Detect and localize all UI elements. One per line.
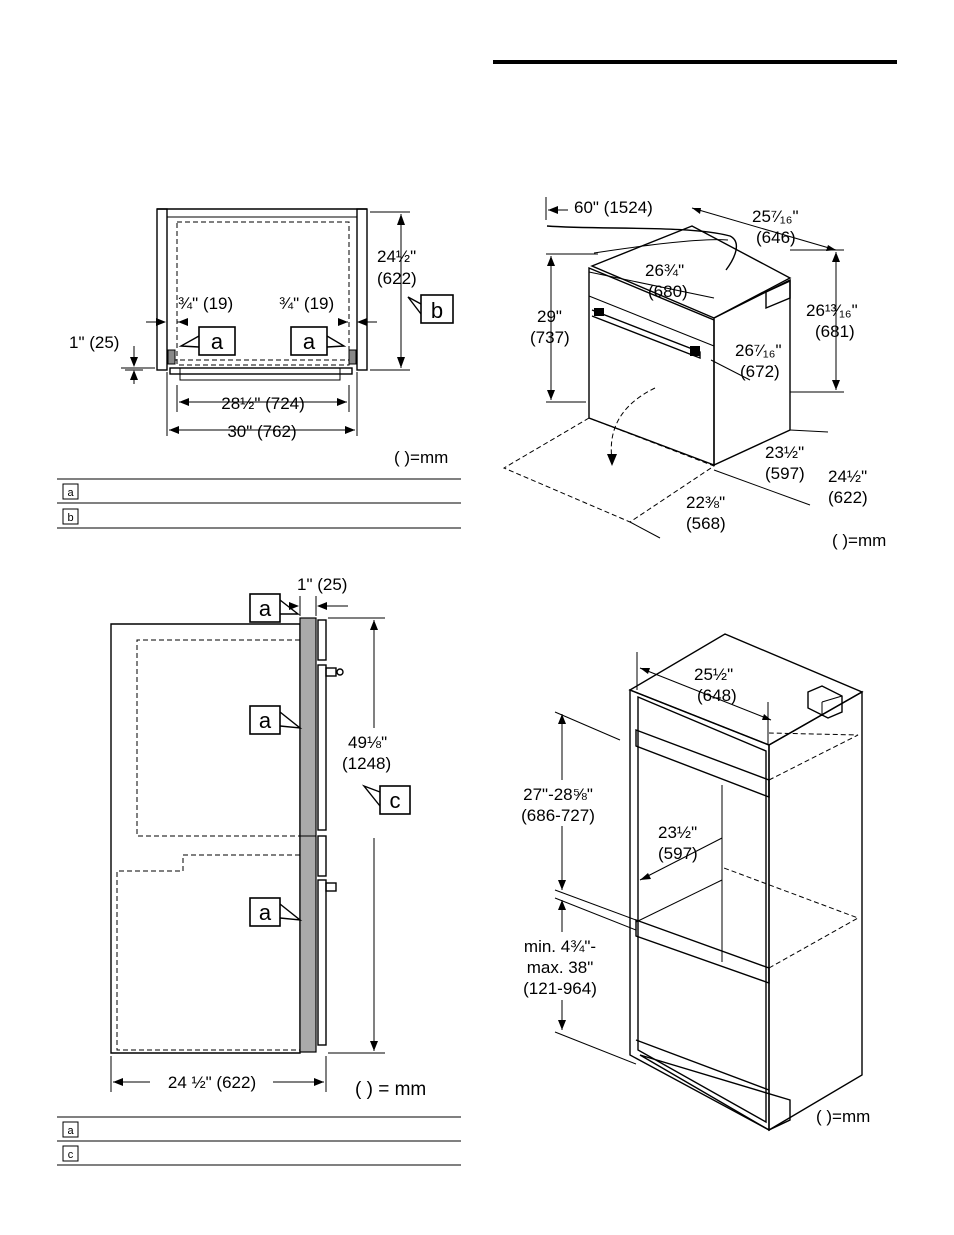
dim-inner-width: 28½" (724) xyxy=(221,394,305,413)
figure-top-view xyxy=(121,208,410,436)
dim-height-l2: (1248) xyxy=(342,754,391,773)
svg-text:a: a xyxy=(303,329,316,354)
svg-text:a: a xyxy=(259,708,272,733)
svg-text:c: c xyxy=(390,788,401,813)
dim-front-width-l1: 26¾" xyxy=(645,261,684,280)
unit-note-3: ( ) = mm xyxy=(355,1079,426,1100)
callout-a-right: a xyxy=(290,326,347,356)
dim-total-depth-l1: 24½" xyxy=(828,467,867,486)
dim-body-depth-l1: 23½" xyxy=(765,443,804,462)
unit-note-4: ( )=mm xyxy=(816,1107,870,1126)
legend-2: a c xyxy=(57,1116,461,1166)
svg-text:a: a xyxy=(259,900,272,925)
callout-b: b xyxy=(407,294,454,324)
svg-text:a: a xyxy=(211,329,224,354)
dim-depth-top-l2: (646) xyxy=(756,228,796,247)
dim-gap-left: ¾" (19) xyxy=(178,294,233,313)
dim-side: 1" (25) xyxy=(69,333,119,352)
legend-1: a b xyxy=(57,478,461,529)
dim-height-line2: (622) xyxy=(377,269,417,288)
top-view-labels: 24½" (622) ¾" (19) ¾" (19) 1" (25) 28½" … xyxy=(69,247,448,467)
dim-cutout-height-l2: (686-727) xyxy=(521,806,595,825)
dim-total-depth-l2: (622) xyxy=(828,488,868,507)
dim-offset: 1" (25) xyxy=(297,575,347,594)
svg-text:b: b xyxy=(431,298,443,323)
dim-floor-l3: (121-964) xyxy=(523,979,597,998)
dim-depth-top-l1: 25⁷⁄₁₆" xyxy=(752,207,799,226)
dim-cutout-depth-l2: (597) xyxy=(658,844,698,863)
dim-gap-right: ¾" (19) xyxy=(279,294,334,313)
dim-body-width-l2: (672) xyxy=(740,362,780,381)
dim-side-height-l2: (681) xyxy=(815,322,855,341)
dim-door-l2: (568) xyxy=(686,514,726,533)
figure-cabinet-cutout xyxy=(554,633,864,1132)
callout-a-left: a xyxy=(178,326,236,356)
dim-cab-depth-l2: (648) xyxy=(697,686,737,705)
legend-2-key-c: c xyxy=(68,1149,74,1161)
callout-a-lower-door: a xyxy=(249,897,303,927)
dim-front-width-l2: (680) xyxy=(648,282,688,301)
dim-front-height-l1: 29" xyxy=(537,307,562,326)
callout-c: c xyxy=(361,784,411,815)
legend-1-key-b: b xyxy=(67,512,73,524)
dim-floor-l2: max. 38" xyxy=(527,958,594,977)
svg-text:a: a xyxy=(259,596,272,621)
dim-cable: 60" (1524) xyxy=(574,198,653,217)
dim-body-depth-l2: (597) xyxy=(765,464,805,483)
dim-cutout-height-l1: 27"-28⅝" xyxy=(523,785,593,804)
unit-note-1: ( )=mm xyxy=(394,448,448,467)
dim-front-height-l2: (737) xyxy=(530,328,570,347)
dim-side-height-l1: 26¹³⁄₁₆" xyxy=(806,301,858,320)
dim-depth: 24 ½" (622) xyxy=(168,1073,256,1092)
oven-labels: 60" (1524) 25⁷⁄₁₆" (646) 26¾" (680) 29" … xyxy=(530,198,886,550)
dim-cutout-depth-l1: 23½" xyxy=(658,823,697,842)
figure-side-view xyxy=(110,596,385,1092)
legend-1-key-a: a xyxy=(67,487,74,499)
figure-oven-isometric xyxy=(502,197,844,539)
callout-a-top: a xyxy=(249,593,301,623)
dim-door-l1: 22⅜" xyxy=(686,493,725,512)
callout-a-upper-door: a xyxy=(249,705,303,735)
side-view-labels: 1" (25) 49⅛" (1248) 24 ½" (622) ( ) = mm xyxy=(168,575,426,1100)
dim-height-l1: 49⅛" xyxy=(348,733,387,752)
dim-cab-depth-l1: 25½" xyxy=(694,665,733,684)
dim-body-width-l1: 26⁷⁄₁₆" xyxy=(735,341,782,360)
dim-outer-width: 30" (762) xyxy=(227,422,296,441)
unit-note-2: ( )=mm xyxy=(832,531,886,550)
cutout-labels: 25½" (648) 27"-28⅝" (686-727) 23½" (597)… xyxy=(521,665,870,1126)
legend-2-key-a: a xyxy=(67,1125,74,1137)
dim-height-line1: 24½" xyxy=(377,247,416,266)
dim-floor-l1: min. 4¾"- xyxy=(524,937,596,956)
